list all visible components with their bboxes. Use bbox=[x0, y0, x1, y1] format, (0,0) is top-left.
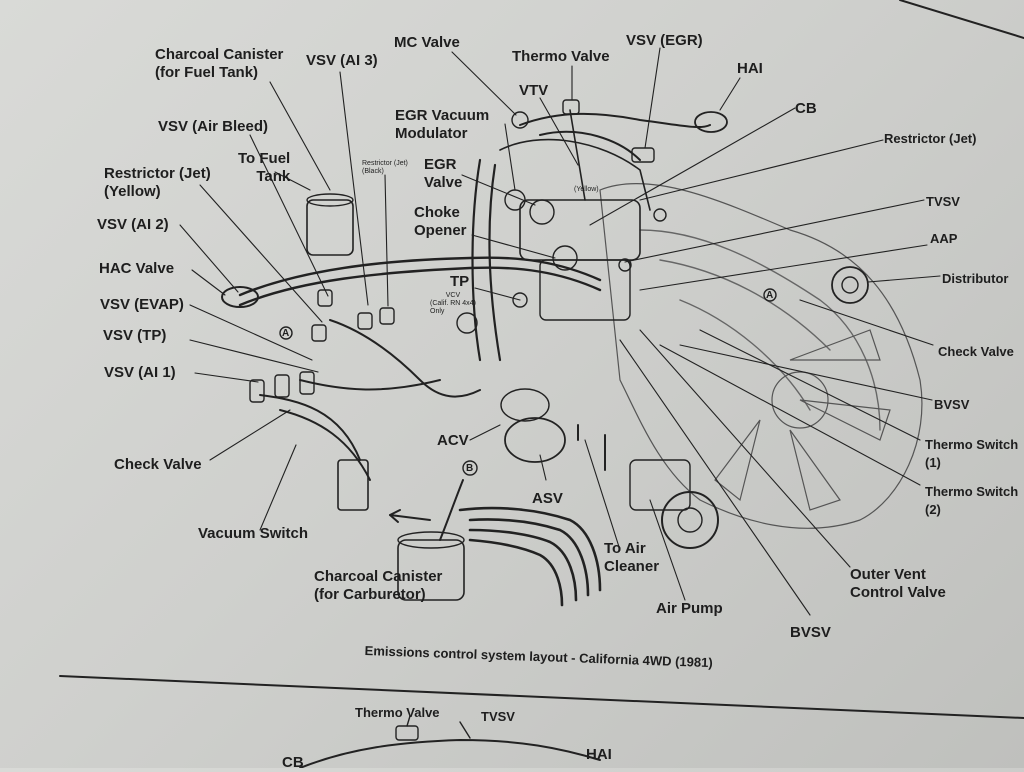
label-charcoal-canister-fuel-tank: Charcoal Canister (for Fuel Tank) bbox=[155, 46, 284, 81]
label-yellow-small: (Yellow) bbox=[574, 186, 599, 193]
label-check-valve-left: Check Valve bbox=[114, 456, 202, 473]
label-mc-valve: MC Valve bbox=[394, 34, 460, 51]
label-bottom-thermo-valve: Thermo Valve bbox=[355, 705, 440, 720]
label-to-air-cleaner: To Air Cleaner bbox=[604, 540, 660, 575]
label-charcoal-canister-carburetor: Charcoal Canister (for Carburetor) bbox=[314, 568, 443, 603]
label-vsv-tp: VSV (TP) bbox=[103, 327, 167, 344]
label-vsv-ai2: VSV (AI 2) bbox=[97, 216, 169, 233]
label-bottom-hai: HAI bbox=[586, 746, 612, 763]
label-air-pump: Air Pump bbox=[656, 600, 723, 617]
label-restrictor-jet-right: Restrictor (Jet) bbox=[884, 131, 977, 146]
label-asv: ASV bbox=[532, 490, 563, 507]
circle-marker-a-right: A bbox=[766, 290, 774, 301]
circle-marker-b: B bbox=[466, 463, 474, 474]
label-thermo-valve: Thermo Valve bbox=[512, 48, 610, 65]
label-outer-vent-control-valve: Outer Vent Control Valve bbox=[850, 566, 946, 601]
label-acv: ACV bbox=[437, 432, 469, 449]
label-vsv-evap: VSV (EVAP) bbox=[100, 296, 184, 313]
label-tvsv: TVSV bbox=[926, 194, 960, 209]
label-bottom-cb: CB bbox=[282, 754, 304, 771]
label-distributor: Distributor bbox=[942, 271, 1009, 286]
label-choke-opener: Choke Opener bbox=[414, 204, 467, 239]
label-thermo-switch-2: Thermo Switch (2) bbox=[925, 484, 1019, 517]
label-bvsv-right: BVSV bbox=[934, 397, 970, 412]
label-to-fuel-tank: To Fuel Tank bbox=[238, 150, 291, 185]
label-thermo-switch-1: Thermo Switch (1) bbox=[925, 437, 1019, 470]
label-hac-valve: HAC Valve bbox=[99, 260, 175, 277]
label-vsv-air-bleed: VSV (Air Bleed) bbox=[158, 118, 269, 135]
label-bvsv-bottom: BVSV bbox=[790, 624, 831, 641]
label-restrictor-jet-yellow: Restrictor (Jet) (Yellow) bbox=[104, 165, 211, 200]
label-check-valve-right: Check Valve bbox=[938, 344, 1014, 359]
circle-marker-a-left: A bbox=[282, 328, 290, 339]
label-restrictor-jet-black: Restrictor (Jet) (Black) bbox=[362, 160, 408, 175]
label-vcv: VCV (Calif. RN 4x4) Only bbox=[430, 292, 476, 315]
label-hai: HAI bbox=[737, 60, 763, 77]
label-egr-valve: EGR Valve bbox=[424, 156, 463, 191]
label-aap: AAP bbox=[930, 231, 958, 246]
label-cb: CB bbox=[795, 100, 817, 117]
label-vtv: VTV bbox=[519, 82, 549, 99]
label-vacuum-switch: Vacuum Switch bbox=[198, 525, 309, 542]
label-tp: TP bbox=[450, 273, 470, 290]
label-egr-vacuum-modulator: EGR Vacuum Modulator bbox=[395, 107, 490, 142]
label-vsv-egr: VSV (EGR) bbox=[626, 32, 703, 49]
label-vsv-ai1: VSV (AI 1) bbox=[104, 364, 176, 381]
label-vsv-ai3: VSV (AI 3) bbox=[306, 52, 378, 69]
label-bottom-tvsv: TVSV bbox=[481, 709, 515, 724]
